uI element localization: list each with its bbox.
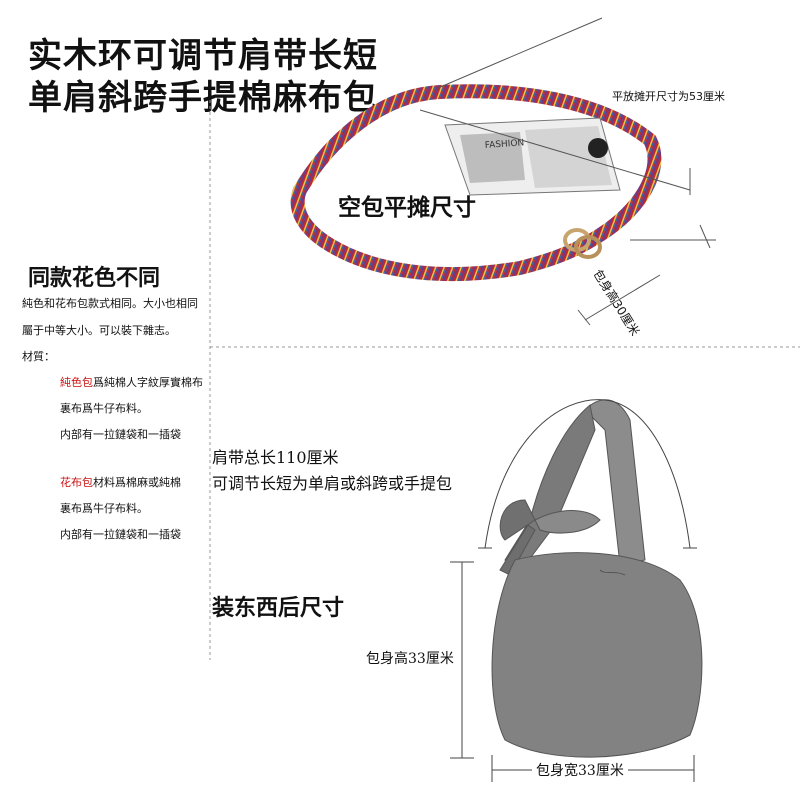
floral-bag-name: 花布包 <box>60 476 93 489</box>
title-line-1: 实木环可调节肩带长短 <box>28 36 378 76</box>
solid-bag-line-2: 裏布爲牛仔布料。 <box>60 402 148 415</box>
solid-bag-desc: 爲純棉人字紋厚實棉布 <box>93 376 203 389</box>
flat-size-line <box>419 109 691 191</box>
striped-bag-illustration: FASHION <box>290 84 662 282</box>
desc-line-1: 純色和花布包款式相同。大小也相同 <box>22 297 198 310</box>
solid-bag-line-1: 純色包爲純棉人字紋厚實棉布 <box>60 374 203 390</box>
desc-line-2: 屬于中等大小。可以裝下雜志。 <box>22 324 176 337</box>
same-style-heading: 同款花色不同 <box>28 265 161 291</box>
solid-bag-name: 純色包 <box>60 376 93 389</box>
strap-length-label: 肩带总长110厘米 <box>212 448 339 467</box>
floral-bag-line-1: 花布包材料爲棉麻或純棉 <box>60 474 181 490</box>
magazine-text: FASHION <box>485 138 525 151</box>
body-height-line <box>584 274 661 321</box>
bottom-body-width-label: 包身宽33厘米 <box>532 760 628 780</box>
floral-bag-line-2: 裏布爲牛仔布料。 <box>60 502 148 515</box>
strap-length-arc <box>484 399 691 549</box>
magazine: FASHION <box>444 117 621 196</box>
floral-bag-desc: 材料爲棉麻或純棉 <box>93 476 181 489</box>
filled-bag-caption: 装东西后尺寸 <box>212 595 345 621</box>
floral-bag-line-3: 内部有一拉鏈袋和一插袋 <box>60 528 181 541</box>
material-label: 材質： <box>22 350 55 363</box>
wooden-ring <box>574 235 602 259</box>
solid-bag-line-3: 内部有一拉鏈袋和一插袋 <box>60 428 181 441</box>
bottom-body-height-label: 包身高33厘米 <box>366 651 454 667</box>
strap-adjust-label: 可调节长短为单肩或斜跨或手提包 <box>212 474 453 493</box>
gray-bag-illustration <box>491 399 703 758</box>
empty-bag-caption: 空包平摊尺寸 <box>338 194 476 221</box>
title-line-2: 单肩斜跨手提棉麻布包 <box>28 78 378 118</box>
flat-size-label: 平放摊开尺寸为53厘米 <box>612 90 725 103</box>
